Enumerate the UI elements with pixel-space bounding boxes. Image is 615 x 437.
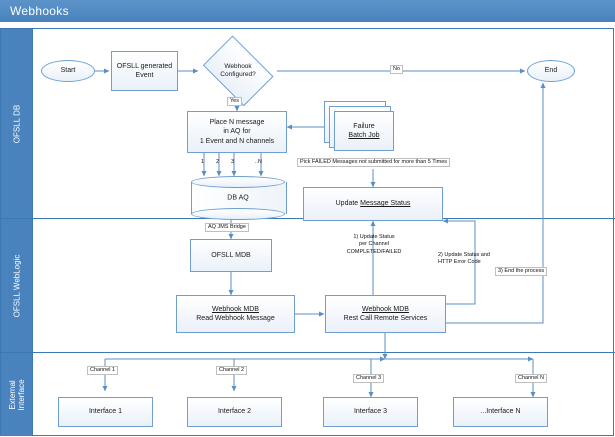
- note-3-end-the-process: 3) End the process: [495, 267, 548, 277]
- channel-tick-3: 3: [231, 159, 235, 165]
- edge-label-channel-1: Channel 1: [87, 366, 119, 376]
- edge-label-no: No: [390, 65, 404, 75]
- interface-1-node[interactable]: Interface 1: [58, 397, 153, 427]
- sidebar-item-external-interface: External Interface: [1, 353, 33, 436]
- note-2-update-status-http-error: 2) Update Status and HTTP Error Code: [438, 252, 490, 266]
- db-aq-bottom: [191, 208, 285, 220]
- update-status-prefix: Update: [335, 200, 361, 208]
- interface-1-label: Interface 1: [88, 408, 123, 416]
- interface-3-node[interactable]: Interface 3: [323, 397, 418, 427]
- edge-label-aq-jms-bridge: AQ JMS Bridge: [205, 223, 249, 233]
- place-message-line1: Place N message: [209, 119, 265, 127]
- lane-label-ofsll-weblogic: OFSLL WebLogic: [11, 254, 21, 317]
- diagram-frame: OFSLL DB OFSLL WebLogic External Interfa…: [0, 28, 615, 437]
- ofsll-mdb-node[interactable]: OFSLL MDB: [190, 239, 272, 272]
- webhook-mdb-rest-node[interactable]: Webhook MDB Rest Call Remote Services: [325, 295, 446, 333]
- end-node[interactable]: End: [527, 60, 575, 82]
- edge-label-yes: Yes: [227, 97, 242, 107]
- title-bar-spacer: [0, 22, 615, 28]
- connector-layer: [94, 68, 546, 398]
- decision-label: Webhook Configured?: [220, 62, 256, 78]
- note-1-update-status-per-channel: 1) Update Status per Channel COMPLETED/F…: [346, 234, 402, 255]
- end-node-label: End: [544, 67, 558, 75]
- ofsll-generated-event-node[interactable]: OFSLL generated Event: [111, 51, 178, 91]
- update-message-status-label: Update Message Status: [336, 199, 411, 208]
- webhook-mdb-read-node[interactable]: Webhook MDB Read Webhook Message: [176, 295, 295, 333]
- window-title-bar: Webhooks: [0, 0, 615, 22]
- window-title: Webhooks: [10, 4, 69, 18]
- edge-label-pick-failed-messages: Pick FAILED Messages not submitted for m…: [297, 158, 451, 168]
- db-aq-cylinder[interactable]: DB AQ: [191, 176, 287, 220]
- failure-batch-job-line1: Failure: [353, 122, 375, 130]
- start-node-label: Start: [60, 67, 76, 75]
- webhook-mdb-rest-line2: Rest Call Remote Services: [343, 315, 428, 322]
- channel-tick-2: 2: [216, 159, 220, 165]
- channel-tick-1: 1: [201, 159, 205, 165]
- edge-label-channel-3: Channel 3: [353, 374, 385, 384]
- edge-label-channel-2: Channel 2: [216, 366, 248, 376]
- lane-divider-2: [1, 352, 615, 353]
- place-message-in-aq-node[interactable]: Place N message in AQ for 1 Event and N …: [187, 111, 287, 153]
- lane-label-external-interface: External Interface: [7, 378, 26, 411]
- edge-label-channel-n: Channel N: [515, 374, 547, 384]
- webhook-mdb-rest-line1: Webhook MDB: [362, 305, 409, 313]
- update-status-emphasis: Message Status: [360, 200, 411, 208]
- webhook-configured-decision[interactable]: Webhook Configured?: [197, 35, 279, 107]
- interface-n-label: ...Interface N: [480, 408, 521, 416]
- db-aq-label: DB AQ: [227, 194, 249, 202]
- diagram-canvas: Start OFSLL generated Event Webhook Conf…: [33, 29, 615, 437]
- interface-2-label: Interface 2: [217, 408, 252, 416]
- sidebar-item-ofsll-weblogic: OFSLL WebLogic: [1, 219, 33, 352]
- interface-2-node[interactable]: Interface 2: [187, 397, 282, 427]
- lane-label-ofsll-db: OFSLL DB: [11, 104, 21, 143]
- db-aq-top: [191, 176, 285, 188]
- ofsll-generated-event-label: OFSLL generated Event: [116, 62, 173, 79]
- update-message-status-node[interactable]: Update Message Status: [303, 187, 443, 221]
- failure-batch-job-node[interactable]: Failure Batch Job: [334, 111, 394, 151]
- start-node[interactable]: Start: [41, 60, 95, 82]
- webhook-mdb-read-line1: Webhook MDB: [212, 305, 259, 313]
- interface-n-node[interactable]: ...Interface N: [453, 397, 548, 427]
- interface-3-label: Interface 3: [353, 408, 388, 416]
- sidebar-item-ofsll-db: OFSLL DB: [1, 29, 33, 218]
- failure-batch-job-line2: Batch Job: [348, 132, 380, 139]
- webhook-mdb-read-line2: Read Webhook Message: [196, 315, 275, 322]
- place-message-line2: in AQ for: [223, 128, 251, 136]
- place-message-line3: 1 Event and N channels: [199, 137, 275, 145]
- ofsll-mdb-label: OFSLL MDB: [211, 251, 251, 259]
- channel-tick-n: ..N: [255, 159, 263, 165]
